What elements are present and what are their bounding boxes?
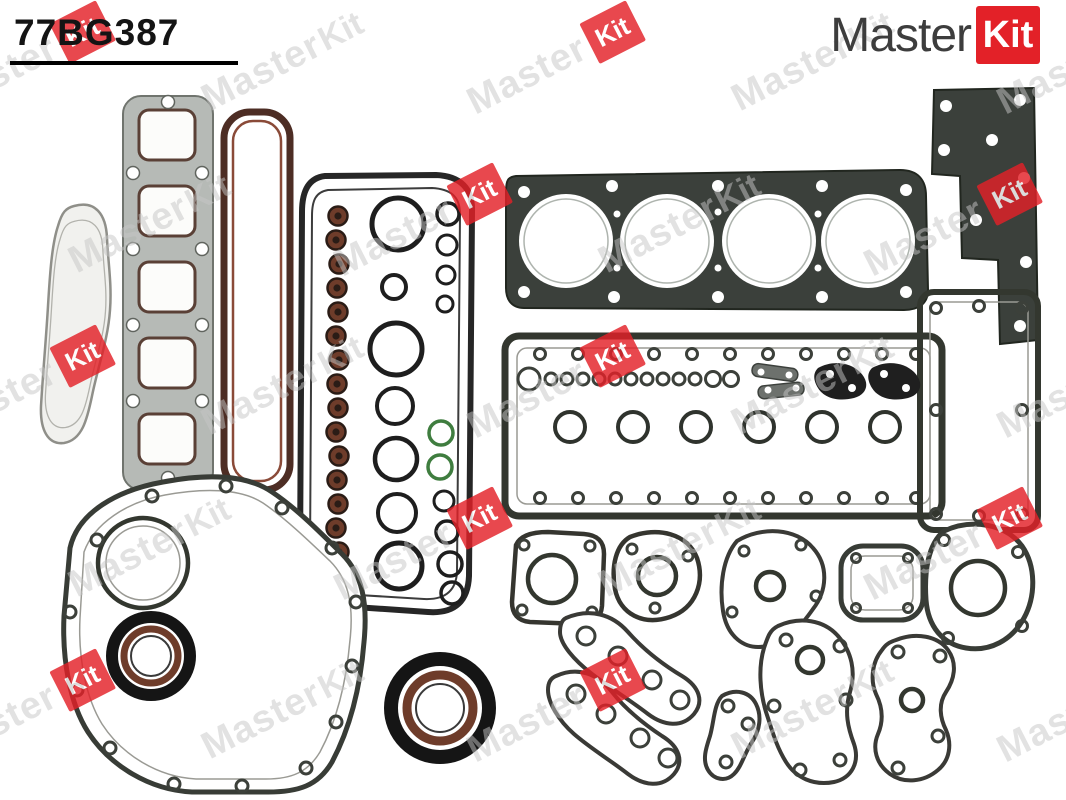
front-cover-gasket <box>296 171 476 616</box>
brand-kit-badge: Kit <box>976 6 1040 64</box>
thermostat-gasket <box>611 529 703 623</box>
small-flange-gasket <box>702 689 762 781</box>
camshaft-oil-seal <box>106 611 196 701</box>
part-number: 77BG387 <box>14 12 180 53</box>
block-gasket <box>501 332 946 520</box>
cam-brackets <box>751 362 805 400</box>
part-number-block: 77BG387 <box>10 12 238 65</box>
oval-flange-gasket <box>838 543 926 623</box>
o-ring-set <box>367 195 465 606</box>
turbo-flange-gasket <box>923 521 1036 652</box>
medium-cover-gasket <box>758 618 858 785</box>
valve-cover-gasket <box>220 108 294 494</box>
brand-master-text: Master <box>830 8 972 62</box>
thin-side-gasket <box>39 203 112 445</box>
small-black-gaskets <box>814 363 921 400</box>
cylinder-head-gasket <box>505 168 930 312</box>
part-number-underline <box>10 61 238 65</box>
crankshaft-oil-seal <box>384 652 496 764</box>
brand-logo: Master Kit <box>830 6 1040 64</box>
seal-housing-gasket <box>509 529 607 627</box>
tall-cover-gasket <box>870 633 956 783</box>
manifold-gasket <box>122 94 214 491</box>
water-pump-gasket <box>719 529 827 649</box>
timing-cover-gasket <box>61 474 368 795</box>
